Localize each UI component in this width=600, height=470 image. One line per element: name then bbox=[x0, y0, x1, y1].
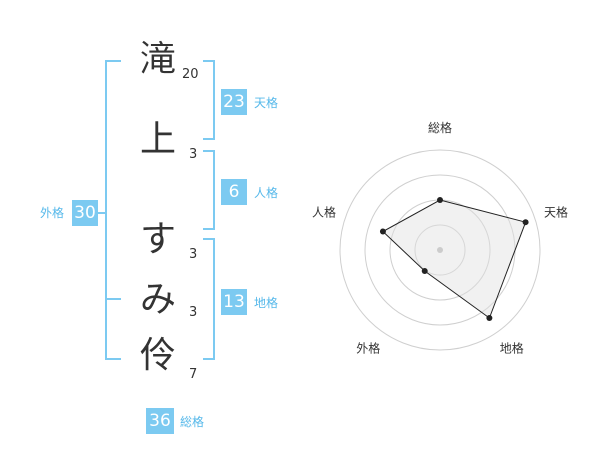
gaikaku-value: 30 bbox=[72, 200, 98, 226]
gaikaku-bracket-spine bbox=[105, 60, 107, 360]
name-char-2: 上 bbox=[139, 119, 176, 160]
radar-points bbox=[379, 197, 529, 321]
jinkaku-bracket-spine bbox=[213, 150, 215, 230]
soukaku-value: 36 bbox=[146, 408, 174, 434]
jinkaku-bracket-bottom bbox=[203, 228, 215, 230]
radar-point-5 bbox=[379, 228, 386, 235]
gaikaku-label: 外格 bbox=[40, 206, 65, 220]
tenkaku-bracket-spine bbox=[213, 60, 215, 140]
radar-point-1 bbox=[437, 197, 443, 203]
chikaku-bracket-top bbox=[203, 238, 215, 240]
soukaku-label: 総格 bbox=[180, 415, 205, 429]
name-char-5: 伶 bbox=[139, 335, 176, 376]
name-char-1: 滝 bbox=[139, 39, 176, 80]
gaikaku-bracket-mid bbox=[105, 298, 121, 300]
tenkaku-value: 23 bbox=[221, 89, 247, 115]
chikaku-bracket-spine bbox=[213, 238, 215, 360]
radar-point-2 bbox=[522, 219, 529, 226]
radar-ring-1 bbox=[414, 224, 466, 276]
jinkaku-value: 6 bbox=[221, 179, 247, 205]
gaikaku-bracket-bottom bbox=[105, 358, 121, 360]
stroke-count-3: 3 bbox=[189, 247, 198, 262]
radar-axis-label-2: 天格 bbox=[544, 204, 568, 219]
chikaku-bracket-bottom bbox=[203, 358, 215, 360]
radar-point-3 bbox=[486, 314, 493, 321]
radar-axis-label-4: 外格 bbox=[356, 341, 380, 356]
radar-area bbox=[382, 199, 527, 319]
radar-axis-label-1: 総格 bbox=[428, 120, 452, 135]
tenkaku-label: 天格 bbox=[254, 96, 279, 110]
name-char-3: す bbox=[139, 219, 176, 260]
chikaku-label: 地格 bbox=[254, 296, 279, 310]
jinkaku-label: 人格 bbox=[254, 186, 279, 200]
stroke-count-2: 3 bbox=[189, 147, 198, 162]
name-char-4: み bbox=[139, 279, 176, 320]
stroke-count-4: 3 bbox=[189, 305, 198, 320]
stroke-count-5: 7 bbox=[189, 367, 198, 382]
radar-axis-label-5: 人格 bbox=[312, 204, 336, 219]
chikaku-value: 13 bbox=[221, 289, 247, 315]
gaikaku-connector bbox=[97, 212, 105, 214]
gaikaku-bracket-top bbox=[105, 60, 121, 62]
radar-axis-label-3: 地格 bbox=[500, 341, 524, 356]
jinkaku-bracket-top bbox=[203, 150, 215, 152]
tenkaku-bracket-bottom bbox=[203, 138, 215, 140]
radar-point-4 bbox=[421, 268, 428, 275]
radar-ring-4 bbox=[339, 149, 541, 351]
radar-center-dot bbox=[437, 247, 443, 253]
stroke-count-1: 20 bbox=[182, 67, 199, 82]
tenkaku-bracket-top bbox=[203, 60, 215, 62]
